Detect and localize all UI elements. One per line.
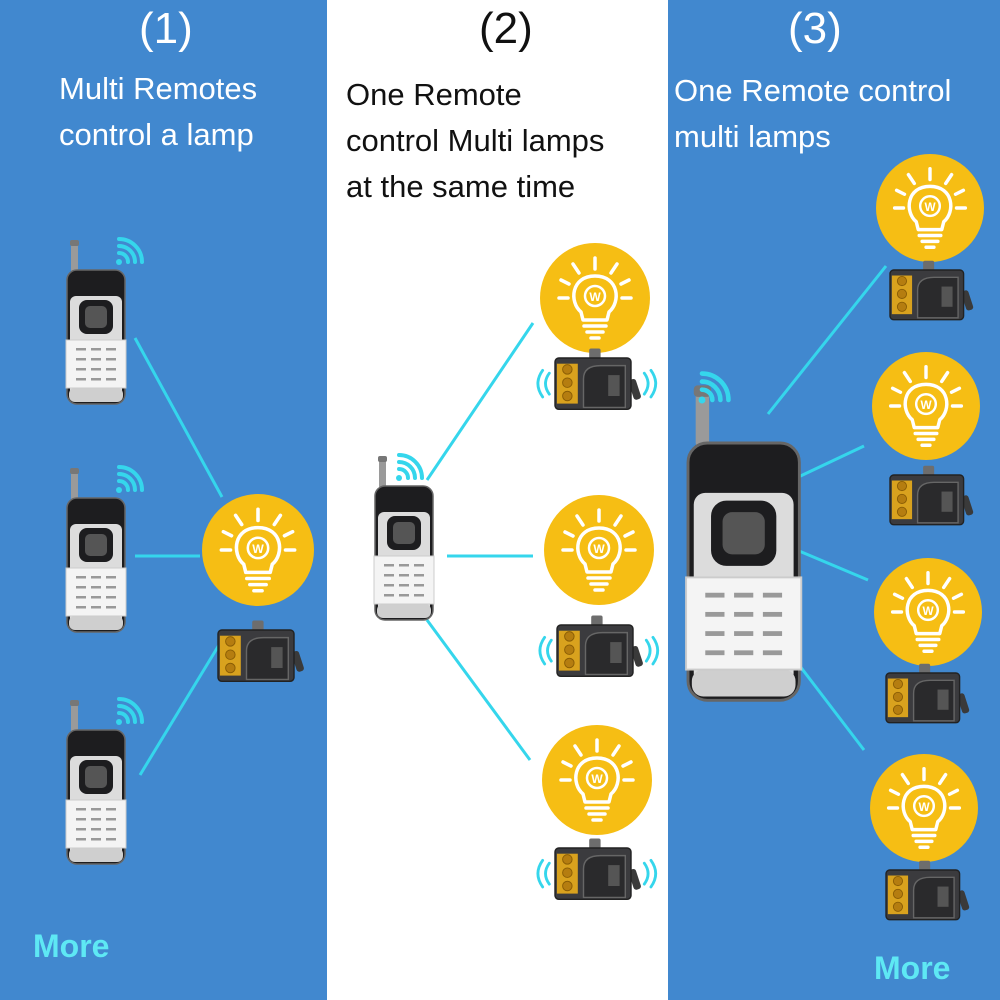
relay-receiver-icon [538,615,660,678]
panel-number: (1) [139,4,193,53]
remote-control-icon [685,385,803,702]
bulb-icon: W [202,494,314,606]
relay-receiver-icon [885,860,970,921]
relay-receiver-icon [217,620,304,683]
relay-receiver-icon [536,838,658,901]
bulb-letter: W [924,201,936,214]
bulb-icon: W [874,558,982,666]
panel-caption-line-1: One Remote control [674,73,952,108]
bulb-letter: W [589,290,601,304]
wifi-signal-icon [116,697,144,725]
wifi-signal-icon [396,453,424,481]
bulb-icon: W [872,352,980,460]
remote-control-icon [65,468,127,633]
wifi-signal-icon [116,465,144,493]
remote-control-icon [65,240,127,405]
signal-link-line [766,265,888,415]
signal-link-line [138,639,224,776]
wifi-signal-icon [116,237,144,265]
relay-receiver-icon [885,663,970,724]
bulb-letter: W [920,399,932,412]
panel-one-remote-multi-lamps-same-time: (2) One Remote control Multi lamps at th… [327,0,668,1000]
bulb-letter: W [593,542,605,556]
bulb-letter: W [922,605,934,618]
bulb-letter: W [918,801,930,814]
panel-3-diagram: W W W W [685,154,984,921]
panel-caption-line-2: control a lamp [59,117,254,152]
panel-2-diagram: W W W [373,243,660,901]
more-link[interactable]: More [874,950,951,986]
signal-link-line [425,619,532,761]
relay-receiver-icon [536,348,658,411]
bulb-icon: W [876,154,984,262]
bulb-icon: W [540,243,650,353]
panel-caption-line-2: control Multi lamps [346,123,605,158]
panel-number: (2) [479,4,533,53]
bulb-letter: W [591,772,603,786]
remote-control-icon [65,700,127,865]
signal-link-line [133,337,224,498]
relay-receiver-icon [889,260,974,321]
panel-number: (3) [788,4,842,53]
more-link[interactable]: More [33,928,110,964]
panel-caption-line-3: at the same time [346,169,576,204]
panel-multi-remotes: (1) Multi Remotes control a lamp W More [0,0,327,1000]
remote-control-icon [373,456,435,621]
bulb-icon: W [542,725,652,835]
bulb-letter: W [252,542,264,556]
wifi-signal-icon [698,371,731,404]
relay-receiver-icon [889,465,974,526]
bulb-icon: W [544,495,654,605]
bulb-icon: W [870,754,978,862]
signal-link-line [791,444,865,482]
signal-link-line [791,546,869,582]
panel-caption-line-1: Multi Remotes [59,71,258,106]
panel-caption-line-1: One Remote [346,77,522,112]
signal-link-line [425,322,535,481]
panel-1-diagram: W [65,237,314,865]
panel-caption-line-2: multi lamps [674,119,831,154]
